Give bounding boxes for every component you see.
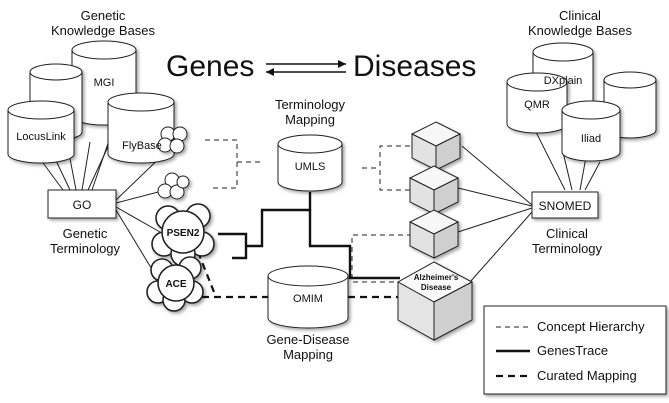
- gene-disease-mapping-line2: Mapping: [283, 347, 333, 362]
- legend-concept-hierarchy-label: Concept Hierarchy: [537, 319, 645, 334]
- disease-cube-2: [408, 165, 460, 215]
- clinical-terminology-line1: Clinical: [546, 226, 588, 241]
- clinical-terminology-line2: Terminology: [531, 241, 603, 256]
- go-box: [47, 189, 117, 219]
- flybase-label: FlyBase: [122, 140, 162, 152]
- snomed-label: SNOMED: [539, 199, 592, 213]
- genetic-terminology-line2: Terminology: [49, 241, 121, 256]
- clinical-kb-heading-line2: Knowledge Bases: [527, 23, 633, 38]
- genetic-terminology-line1: Genetic: [62, 226, 108, 241]
- concept-hierarchy-lines: [205, 139, 412, 283]
- flybase-database-cylinder: [107, 92, 175, 164]
- alzheimers-disease-cube: [396, 261, 474, 341]
- clinical-kb-heading-line1: Clinical: [559, 8, 601, 23]
- clinical-terminology-heading: Clinical Terminology: [512, 226, 622, 256]
- terminology-mapping-line1: Terminology: [274, 97, 346, 112]
- omim-database-cylinder: [267, 265, 349, 329]
- curated-mapping-lines: [196, 251, 398, 299]
- legend-genestrace-label: GenesTrace: [537, 343, 608, 358]
- ace-gene-cluster: [146, 256, 204, 312]
- legend-box: [483, 305, 667, 395]
- gene-disease-mapping-line1: Gene-Disease: [266, 332, 350, 347]
- psen2-label: PSEN2: [167, 228, 200, 239]
- locuslink-label: LocusLink: [16, 131, 66, 143]
- genes-title: Genes: [166, 50, 255, 83]
- diseases-title: Diseases: [353, 50, 477, 83]
- ace-label: ACE: [165, 279, 186, 290]
- qmr-database-cylinder: [506, 72, 568, 134]
- snomed-box: [531, 191, 599, 219]
- umls-label: UMLS: [295, 161, 326, 173]
- omim-label: OMIM: [293, 293, 323, 305]
- mgi-label: MGI: [94, 77, 115, 89]
- qmr-label: QMR: [524, 99, 550, 111]
- genes-diseases-arrows: [266, 60, 346, 76]
- genetic-kb-heading-line1: Genetic: [80, 8, 126, 23]
- terminology-mapping-line2: Mapping: [285, 112, 335, 127]
- go-label: GO: [73, 198, 92, 212]
- umls-database-cylinder: [277, 134, 343, 192]
- iliad-database-cylinder: [561, 100, 621, 162]
- genetic-kb-heading: Genetic Knowledge Bases: [48, 8, 158, 38]
- iliad-label: Iliad: [581, 133, 601, 145]
- alzheimers-label-line1: Alzheimer's: [414, 273, 459, 282]
- disease-cube-3: [408, 209, 460, 259]
- gene-cluster-2: [157, 172, 190, 200]
- genestrace-lines: [218, 192, 400, 280]
- dxplain-label: DXplain: [544, 75, 583, 87]
- locuslink-database-cylinder: [7, 100, 75, 164]
- gene-cluster-1: [157, 126, 188, 154]
- disease-cube-1: [410, 121, 462, 171]
- clinical-kb-heading: Clinical Knowledge Bases: [510, 8, 650, 38]
- legend-curated-mapping-label: Curated Mapping: [537, 368, 637, 383]
- genetic-terminology-heading: Genetic Terminology: [30, 226, 140, 256]
- terminology-mapping-heading: Terminology Mapping: [255, 97, 365, 127]
- gene-disease-mapping-heading: Gene-Disease Mapping: [253, 332, 363, 362]
- alzheimers-label-line2: Disease: [421, 283, 452, 292]
- genetic-kb-heading-line2: Knowledge Bases: [50, 23, 156, 38]
- disease-to-snomed-lines: [457, 145, 533, 283]
